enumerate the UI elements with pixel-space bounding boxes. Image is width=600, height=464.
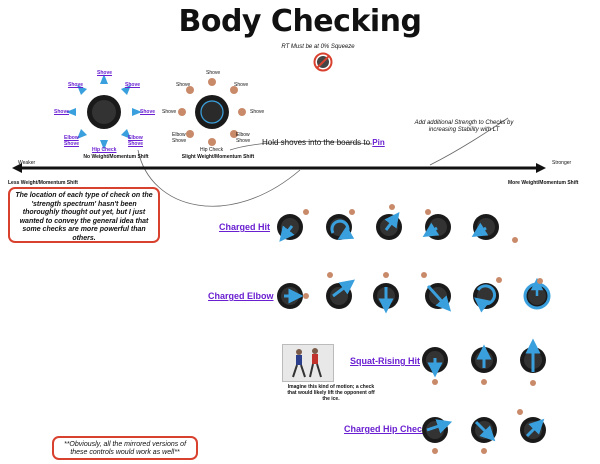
left-stick-dial xyxy=(64,72,144,152)
charged-hit-step-5 xyxy=(471,214,518,243)
left-shove-right[interactable]: Shove xyxy=(140,109,156,115)
arrow-left-icon xyxy=(12,163,22,173)
slight-shift-label: Slight Weight/Momentum Shift xyxy=(181,154,255,160)
hip-check-step-3 xyxy=(517,409,546,443)
rt-note: RT Must be at 0% Squeeze xyxy=(281,44,355,50)
charged-elbow-step-5 xyxy=(473,277,502,313)
hip-check-step-1 xyxy=(422,417,453,454)
hold-note: Hold shoves into the boards to Pin xyxy=(262,138,385,147)
charged-hit-link[interactable]: Charged Hit xyxy=(219,222,271,232)
mirror-note: **Obviously, all the mirrored versions o… xyxy=(52,436,198,460)
squat-rising-hit-link[interactable]: Squat-Rising Hit xyxy=(350,356,420,366)
weaker-label: Weaker xyxy=(18,160,36,166)
charged-elbow-step-4 xyxy=(421,272,452,312)
charged-hit-step-4 xyxy=(422,209,451,240)
right-hip-check: Hip Check xyxy=(200,147,224,153)
hold-note-text: Hold shoves into the boards to xyxy=(262,138,373,147)
right-shove-top: Shove xyxy=(206,70,221,76)
stronger-label: Stronger xyxy=(552,160,572,166)
page-title: Body Checking xyxy=(178,4,422,39)
charged-elbow-link[interactable]: Charged Elbow xyxy=(208,291,274,301)
charged-hit-step-2 xyxy=(326,209,355,240)
charged-hip-check-link[interactable]: Charged Hip Check xyxy=(344,424,428,434)
location-note: The location of each type of check on th… xyxy=(8,187,160,243)
stability-note: Add additional Strength to Checks by inc… xyxy=(414,120,514,133)
right-elbow-shove-lower-right: Elbow Shove xyxy=(236,132,251,144)
more-shift-label: More Weight/Momentum Shift xyxy=(508,180,579,186)
squat-rising-step-3 xyxy=(520,338,546,386)
charged-hit-step-1 xyxy=(277,209,309,242)
charged-elbow-step-2 xyxy=(326,272,355,309)
left-hip-check[interactable]: Hip Check xyxy=(92,147,117,153)
charged-elbow-step-1 xyxy=(277,283,309,309)
left-shove-upper-left[interactable]: Shove xyxy=(68,82,84,88)
left-elbow-shove-lower-left[interactable]: Elbow Shove xyxy=(64,135,80,147)
pin-link[interactable]: Pin xyxy=(372,138,385,147)
less-shift-label: Less Weight/Momentum Shift xyxy=(8,180,78,186)
right-shove-upper-left: Shove xyxy=(176,82,191,88)
squat-caption: Imagine this kind of motion; a check tha… xyxy=(287,384,375,402)
right-shove-left: Shove xyxy=(162,109,177,115)
squat-rising-step-2 xyxy=(471,344,497,385)
squat-rising-step-1 xyxy=(422,347,448,385)
charged-elbow-step-3 xyxy=(373,272,399,314)
charged-hit-step-3 xyxy=(376,204,402,240)
no-shift-label: No Weight/Momentum Shift xyxy=(83,154,149,160)
squat-photo xyxy=(282,344,334,382)
right-stick-dial xyxy=(172,72,252,152)
left-shove-upper-right[interactable]: Shove xyxy=(125,82,141,88)
left-shove-top[interactable]: Shove xyxy=(97,70,113,76)
arrow-right-icon xyxy=(536,163,546,173)
hip-check-step-2 xyxy=(471,417,497,454)
charged-elbow-step-6 xyxy=(523,277,551,310)
no-squeeze-icon xyxy=(313,52,333,72)
right-shove-upper-right: Shove xyxy=(234,82,249,88)
left-shove-left[interactable]: Shove xyxy=(54,109,70,115)
right-elbow-shove-lower-left: Elbow Shove xyxy=(172,132,187,144)
left-elbow-shove-lower-right[interactable]: Elbow Shove xyxy=(128,135,144,147)
right-shove-right: Shove xyxy=(250,109,265,115)
